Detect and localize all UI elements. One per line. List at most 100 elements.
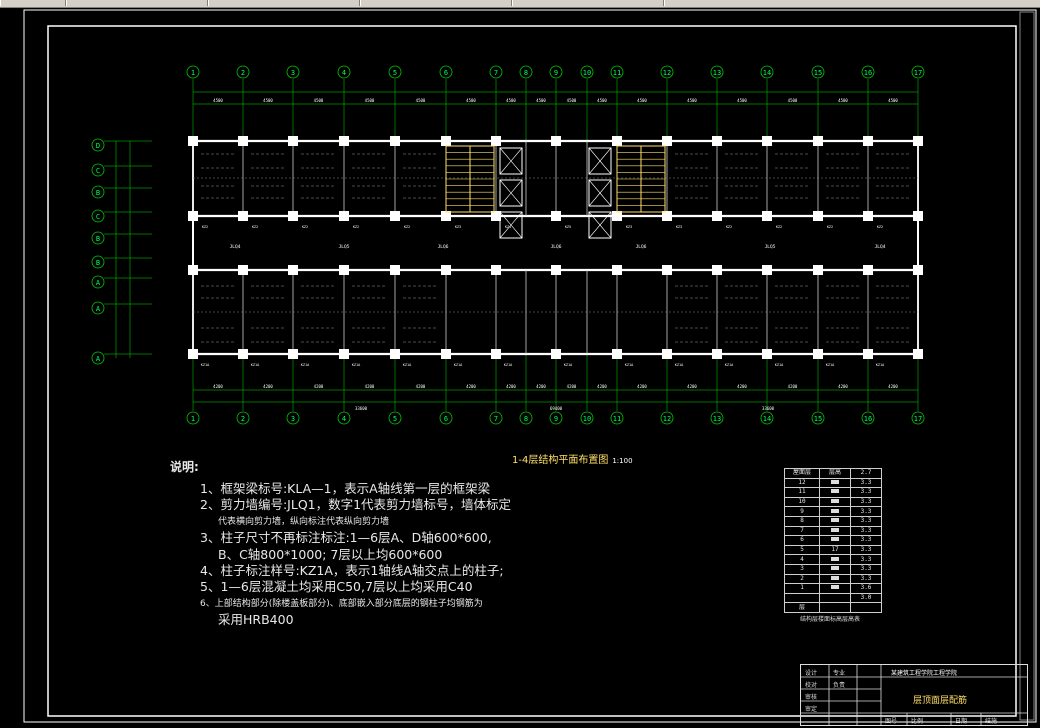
column — [390, 265, 400, 275]
table-cell: 17 — [819, 544, 851, 556]
axis-bubble-top — [861, 65, 875, 79]
axis-label-top: 10 — [583, 69, 591, 77]
axis-label-bottom: 6 — [444, 415, 448, 423]
dim-text-bottom: 4200 — [263, 384, 273, 389]
elevator-x — [499, 211, 523, 239]
axis-bubble-left — [91, 185, 105, 199]
column-label: KZ1A — [564, 363, 573, 367]
note-line: 3、柱子尺寸不再标注标注:1—6层A、D轴600*600, — [200, 530, 492, 546]
column — [390, 349, 400, 359]
note-line: 代表横向剪力墙，纵向标注代表纵向剪力墙 — [218, 516, 390, 527]
axis-bubble-left — [91, 351, 105, 365]
column-label: KZ2 — [353, 225, 359, 229]
axis-bubble-top — [186, 65, 200, 79]
axis-label-left: A — [96, 355, 101, 363]
drawing-canvas[interactable]: 1122334455667788991010111112121313141415… — [0, 8, 1040, 728]
axis-bubble-bottom — [519, 411, 533, 425]
title-school: 某建筑工程学院工程学院 — [891, 671, 958, 677]
axis-bubble-top — [286, 65, 300, 79]
dim-text-top: 4500 — [737, 98, 747, 103]
column — [551, 136, 561, 146]
dim-text-top: 4500 — [597, 98, 607, 103]
column — [712, 211, 722, 221]
title-cell-sheet: 结施 — [985, 719, 998, 725]
tab-5[interactable] — [512, 0, 664, 6]
dim-text-bottom: 4200 — [637, 384, 647, 389]
column-label: KZ2 — [726, 225, 732, 229]
axis-label-top: 3 — [291, 69, 295, 77]
title-cell-review: 审核 — [805, 695, 818, 701]
tab-1[interactable] — [0, 0, 66, 6]
axis-label-left: C — [96, 213, 100, 221]
table-cell: 3.3 — [850, 487, 882, 498]
table-cell — [819, 506, 851, 517]
tab-2[interactable] — [66, 0, 208, 6]
table-cell — [819, 602, 851, 613]
axis-label-top: 17 — [914, 69, 922, 77]
axis-label-bottom: 8 — [524, 415, 528, 423]
dim-text-top: 4500 — [788, 98, 798, 103]
title-cell-scale: 比例 — [911, 719, 924, 725]
tab-6[interactable] — [664, 0, 1040, 6]
column-label: KZ2 — [302, 225, 308, 229]
sheet-inner-frame — [47, 25, 1017, 717]
tab-4[interactable] — [360, 0, 512, 6]
column — [813, 211, 823, 221]
table-cell: 7 — [784, 525, 820, 537]
dim-overall-center: 69400 — [550, 406, 563, 411]
title-cell-approve: 审定 — [805, 707, 818, 713]
column — [441, 265, 451, 275]
table-row: 层 — [784, 602, 882, 613]
column — [863, 211, 873, 221]
elevator-x — [588, 211, 612, 239]
app-tab-bar — [0, 0, 1040, 8]
title-block: 设计 校对 审核 审定 专业 负责 图号 比例 日期 结施 某建筑工程学院工程学… — [800, 664, 1028, 726]
column-label: KZ2 — [252, 225, 258, 229]
axis-bubble-left — [91, 231, 105, 245]
axis-bubble-bottom — [760, 411, 774, 425]
column — [390, 211, 400, 221]
column — [863, 349, 873, 359]
title-cell-date: 日期 — [955, 719, 968, 725]
table-cell: 5 — [784, 544, 820, 556]
column-label: KZ1A — [251, 363, 260, 367]
table-cell — [819, 477, 851, 489]
column-label: KZ2 — [827, 225, 833, 229]
column-label: KZ1A — [201, 363, 210, 367]
column — [913, 349, 923, 359]
title-cell-number: 图号 — [885, 719, 898, 725]
axis-label-bottom: 10 — [583, 415, 591, 423]
column — [662, 136, 672, 146]
table-cell — [784, 592, 820, 604]
tab-3[interactable] — [208, 0, 360, 6]
table-cell: 10 — [784, 496, 820, 508]
column — [288, 265, 298, 275]
beam-label: JLQ6 — [551, 244, 562, 250]
axis-label-top: 13 — [713, 69, 721, 77]
dim-text-top: 4500 — [365, 98, 375, 103]
elevator-x — [499, 179, 523, 207]
beam-label: JLQ5 — [339, 244, 350, 250]
dim-text-top: 4500 — [506, 98, 516, 103]
column — [551, 349, 561, 359]
axis-bubble-bottom — [911, 411, 925, 425]
axis-bubble-top — [911, 65, 925, 79]
table-cell: 9 — [784, 506, 820, 517]
column — [612, 265, 622, 275]
axis-label-top: 1 — [191, 69, 195, 77]
table-cell — [819, 583, 851, 594]
axis-label-left: A — [96, 305, 101, 313]
column-label: KZ2 — [404, 225, 410, 229]
dim-text-bottom: 4200 — [597, 384, 607, 389]
column — [288, 136, 298, 146]
beam-label: JLQ4 — [230, 244, 241, 250]
beam-label: JLQ4 — [875, 244, 886, 250]
